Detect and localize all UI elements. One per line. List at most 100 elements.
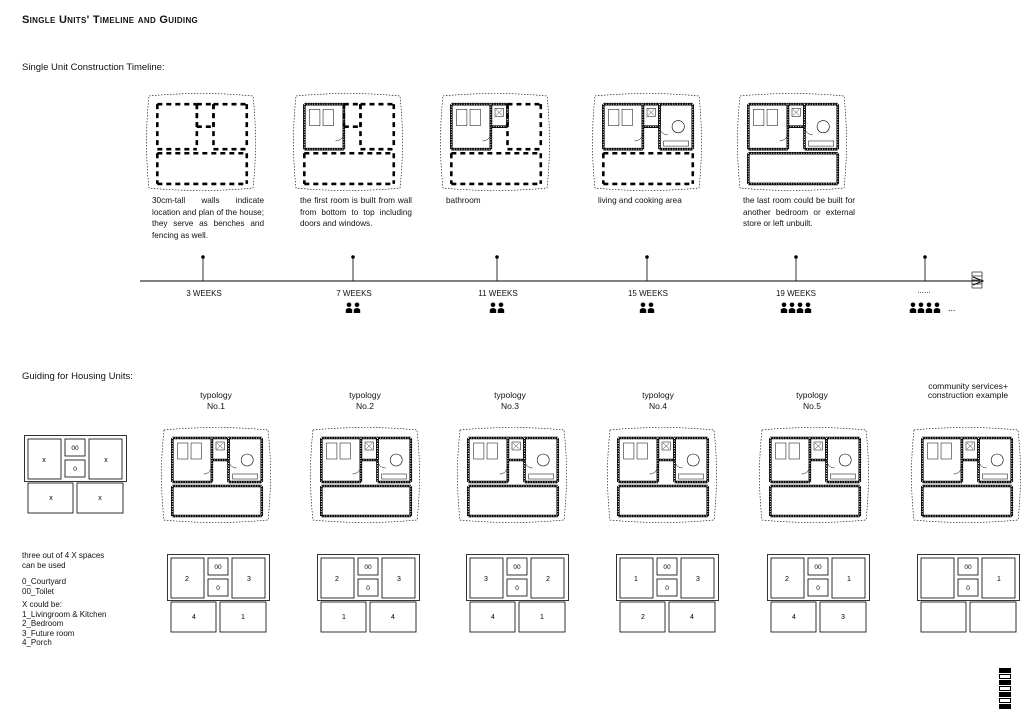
stage-desc-5: the last room could be built for another… bbox=[743, 196, 855, 228]
person-icon bbox=[918, 302, 924, 308]
timeline-dot bbox=[645, 255, 649, 259]
space-number: 3 bbox=[397, 576, 401, 583]
legend-line: 4_Porch bbox=[22, 638, 52, 647]
week-label-1: 3 WEEKS bbox=[186, 289, 222, 298]
space-number: 2 bbox=[546, 576, 550, 583]
person-icon bbox=[797, 302, 803, 308]
courtyard-label: 0 bbox=[665, 585, 669, 592]
person-icon bbox=[346, 302, 352, 308]
legend-line: can be used bbox=[22, 560, 66, 570]
stage-desc-1: 30cm-tall walls indicate location and pl… bbox=[152, 196, 264, 240]
toilet-label: 00 bbox=[364, 564, 372, 571]
typology-plan-6 bbox=[911, 427, 1021, 523]
stage-desc-3: bathroom bbox=[446, 196, 481, 205]
person-icon bbox=[926, 302, 932, 308]
stage-desc-4: living and cooking area bbox=[598, 196, 682, 205]
workers-end bbox=[909, 302, 941, 313]
space-number: 3 bbox=[696, 576, 700, 583]
workers-stage-4 bbox=[639, 302, 655, 313]
courtyard-label: 0 bbox=[216, 585, 220, 592]
timeline-heading: Single Unit Construction Timeline: bbox=[22, 62, 165, 73]
week-label-end: ...... bbox=[917, 286, 931, 295]
timeline-dot bbox=[351, 255, 355, 259]
legend-line: three out of 4 X spaces bbox=[22, 551, 105, 560]
space-number: 1 bbox=[634, 576, 638, 583]
stage-plan-5 bbox=[737, 93, 847, 191]
space-number: 3 bbox=[484, 576, 488, 583]
legend: three out of 4 X spaces can be used 0_Co… bbox=[22, 551, 107, 648]
timeline-dot bbox=[794, 255, 798, 259]
community-label: community services+ construction example bbox=[927, 381, 1009, 400]
stage-plan-4 bbox=[592, 93, 702, 191]
stage-desc-2: the first room is built from wall from b… bbox=[300, 196, 412, 228]
arrow-scale-icon bbox=[971, 271, 983, 289]
space-number: 1 bbox=[997, 576, 1001, 583]
space-number: 4 bbox=[491, 614, 495, 621]
person-icon bbox=[781, 302, 787, 308]
key-courtyard: 0 bbox=[73, 466, 77, 473]
legend-line: X could be: bbox=[22, 600, 63, 609]
typology-plan-5 bbox=[759, 427, 869, 523]
person-icon bbox=[498, 302, 504, 308]
courtyard-label: 0 bbox=[366, 585, 370, 592]
space-number: 4 bbox=[391, 614, 395, 621]
toilet-label: 00 bbox=[214, 564, 222, 571]
key-x-2: x bbox=[104, 457, 108, 464]
workers-stage-5 bbox=[780, 302, 812, 313]
typology-plan-4 bbox=[607, 427, 717, 523]
legend-line: 0_Courtyard bbox=[22, 577, 67, 586]
space-number: 2 bbox=[335, 576, 339, 583]
legend-line: 3_Future room bbox=[22, 628, 75, 638]
person-icon bbox=[490, 302, 496, 308]
courtyard-label: 0 bbox=[515, 585, 519, 592]
person-icon bbox=[805, 302, 811, 308]
space-number: 4 bbox=[192, 614, 196, 621]
week-label-4: 15 WEEKS bbox=[627, 289, 668, 298]
person-icon bbox=[910, 302, 916, 308]
toilet-label: 00 bbox=[814, 564, 822, 571]
timeline-dot bbox=[201, 255, 205, 259]
space-number: 2 bbox=[185, 576, 189, 583]
timeline-dot bbox=[495, 255, 499, 259]
legend-line: 1_Livingroom & Kitchen bbox=[22, 609, 107, 619]
key-x-3: x bbox=[49, 495, 53, 502]
key-x-1: x bbox=[42, 457, 46, 464]
space-number: 4 bbox=[690, 614, 694, 621]
space-number: 1 bbox=[540, 614, 544, 621]
space-number: 1 bbox=[847, 576, 851, 583]
space-number: 1 bbox=[342, 614, 346, 621]
courtyard-label: 0 bbox=[966, 585, 970, 592]
stage-plan-1 bbox=[146, 93, 256, 191]
week-label-5: 19 WEEKS bbox=[775, 289, 816, 298]
typology-plan-2 bbox=[310, 427, 420, 523]
workers-stage-2 bbox=[345, 302, 361, 313]
courtyard-label: 0 bbox=[816, 585, 820, 592]
workers-more: ... bbox=[948, 303, 956, 313]
stage-plan-3 bbox=[440, 93, 550, 191]
person-icon bbox=[640, 302, 646, 308]
key-x-4: x bbox=[98, 495, 102, 502]
key-diagram: x 00 0 x x x bbox=[24, 435, 127, 514]
toilet-label: 00 bbox=[964, 564, 972, 571]
person-icon bbox=[789, 302, 795, 308]
space-number: 3 bbox=[841, 614, 845, 621]
typology-plan-1 bbox=[161, 427, 271, 523]
typology-plan-3 bbox=[457, 427, 567, 523]
space-number: 4 bbox=[792, 614, 796, 621]
toilet-label: 00 bbox=[663, 564, 671, 571]
week-label-3: 11 WEEKS bbox=[478, 289, 518, 298]
legend-line: 2_Bedroom bbox=[22, 619, 64, 628]
page-title: Single Units' Timeline and Guiding bbox=[22, 14, 199, 26]
person-icon bbox=[354, 302, 360, 308]
